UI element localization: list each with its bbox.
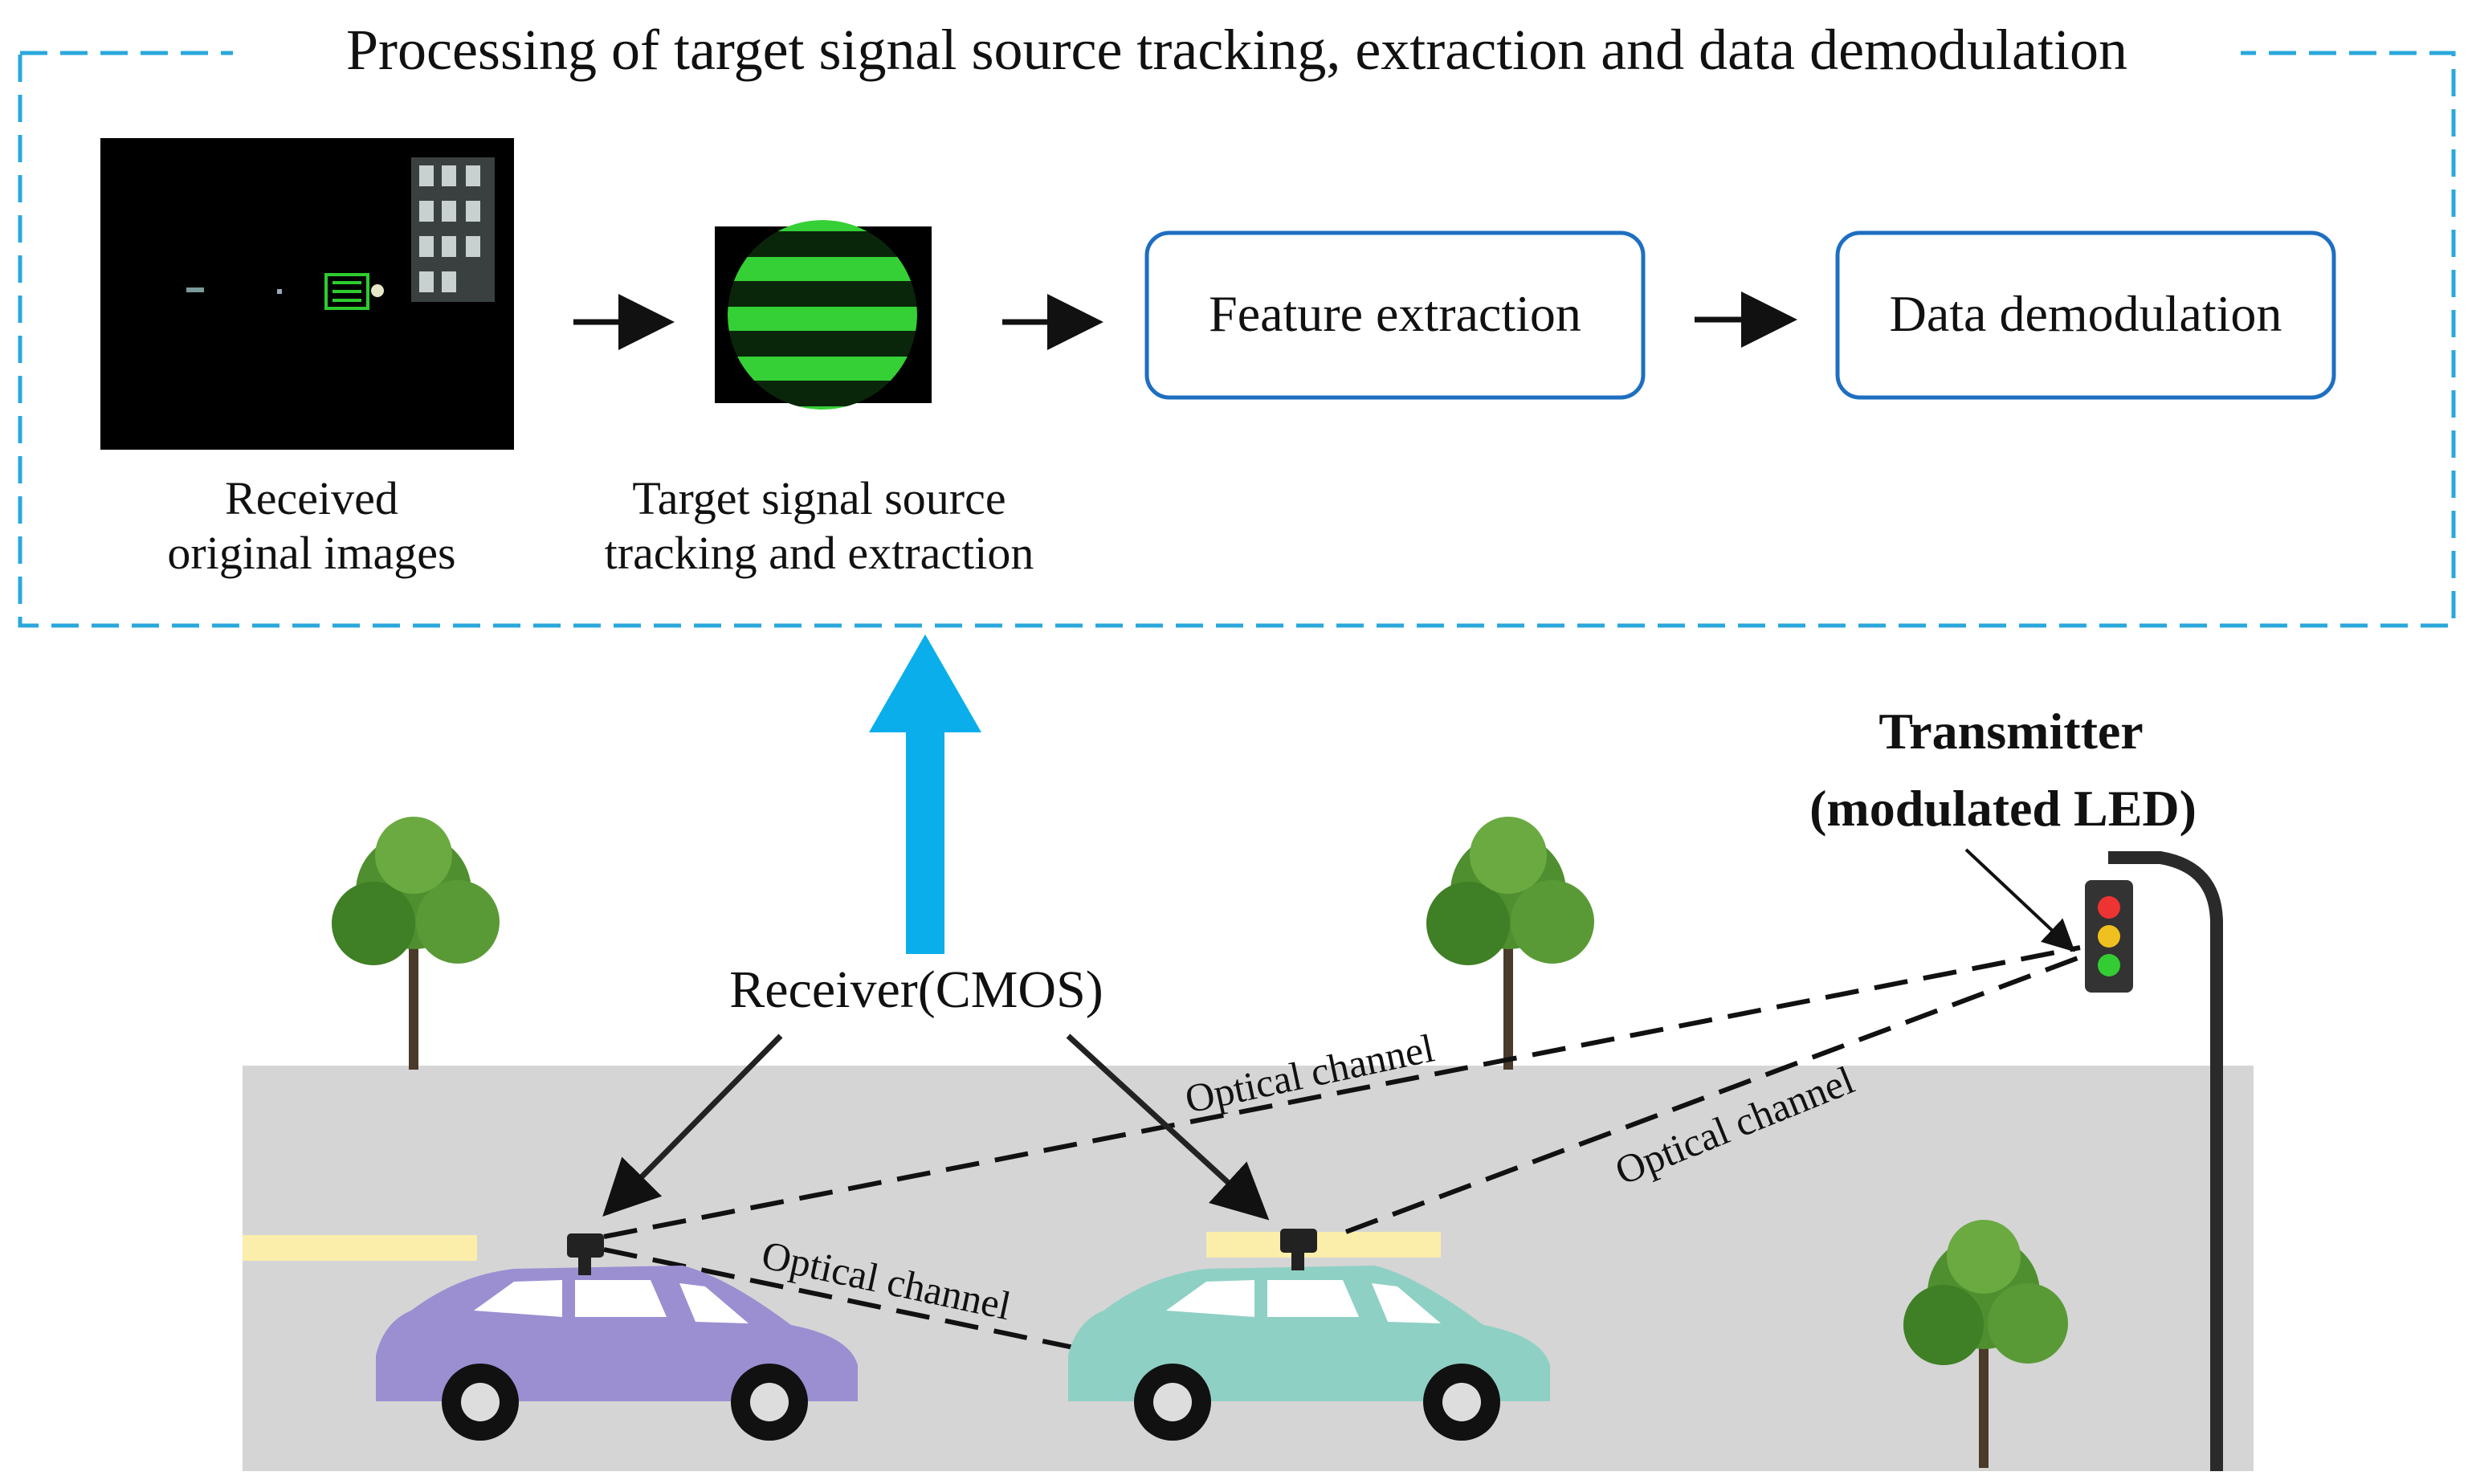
- stage2-label-line2: tracking and extraction: [605, 527, 1034, 579]
- stage1-label-line1: Received: [225, 472, 398, 524]
- data-demodulation-box: [1835, 230, 2336, 400]
- stage2-label-line1: Target signal source: [632, 472, 1006, 524]
- transmitter-label-line1: Transmitter: [1878, 703, 2143, 760]
- transmitter-label-line2: (modulated LED): [1809, 780, 2197, 837]
- title-background: [233, 16, 2241, 88]
- receiver-arrow-left: [602, 1034, 783, 1217]
- received-image-thumbnail: [100, 138, 514, 450]
- car-teal: [1068, 1266, 1550, 1441]
- feature-extraction-label: Feature extraction: [1209, 285, 1581, 342]
- tree-left: [332, 817, 500, 1070]
- car-purple: [376, 1266, 858, 1441]
- receiver-label: Receiver(CMOS): [729, 960, 1103, 1019]
- light-pole: [2108, 851, 2223, 1471]
- traffic-light-transmitter: [2085, 880, 2133, 993]
- optical-channel-line-top: [603, 945, 2081, 1239]
- lane-marking-left: [243, 1235, 477, 1261]
- panel-title: Processing of target signal source track…: [346, 18, 2127, 82]
- tree-center: [1426, 817, 1594, 1070]
- extracted-signal-thumbnail: [715, 220, 932, 410]
- feature-extraction-box: [1144, 230, 1646, 400]
- transmitter-arrow: [1964, 848, 2075, 952]
- receiver-arrow-right: [1066, 1034, 1270, 1221]
- data-demodulation-label: Data demodulation: [1890, 285, 2282, 342]
- tree-right: [1903, 1220, 2068, 1468]
- camera-receiver-1: [567, 1233, 604, 1275]
- camera-receiver-2: [1280, 1229, 1317, 1270]
- optical-channel-line-right: [1344, 955, 2082, 1234]
- upward-flow-arrow: [869, 634, 981, 954]
- stage1-label-line2: original images: [167, 527, 455, 579]
- lane-marking-center: [1206, 1232, 1441, 1258]
